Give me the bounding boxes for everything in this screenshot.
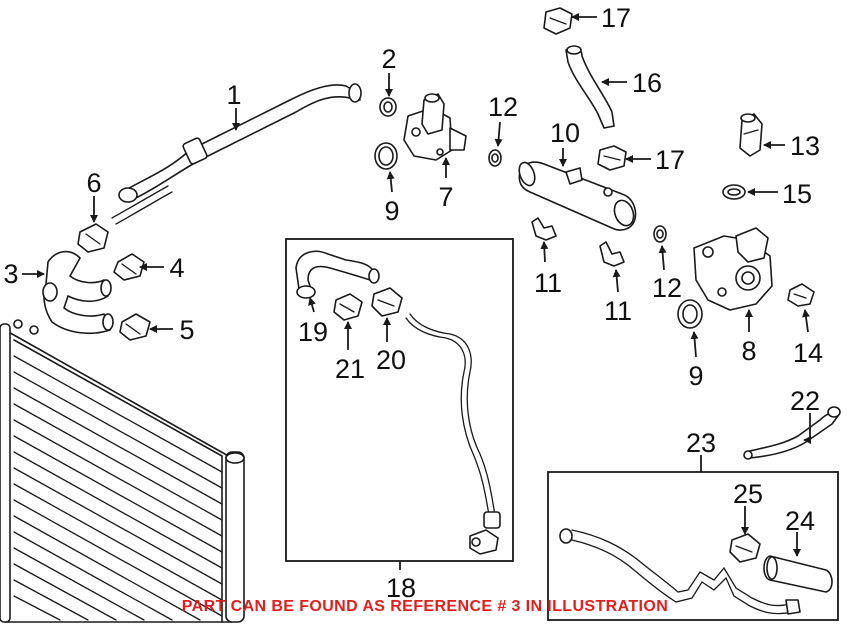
retaining-clip-11-right bbox=[599, 241, 625, 267]
callout-14: 14 bbox=[793, 338, 823, 368]
o-ring-9-lower bbox=[677, 299, 703, 329]
callout-15: 15 bbox=[782, 179, 812, 209]
callout-25: 25 bbox=[733, 479, 763, 509]
callout-9-upper: 9 bbox=[384, 196, 399, 226]
callout-13: 13 bbox=[790, 131, 820, 161]
callout-8: 8 bbox=[741, 336, 756, 366]
callout-7: 7 bbox=[438, 182, 453, 212]
coolant-hose-19 bbox=[295, 250, 380, 299]
coolant-hose-3 bbox=[42, 250, 114, 335]
hose-clamp-5 bbox=[119, 313, 151, 341]
callout-12-upper: 12 bbox=[488, 92, 518, 122]
o-ring-2 bbox=[379, 97, 397, 117]
reference-note: PART CAN BE FOUND AS REFERENCE # 3 IN IL… bbox=[181, 598, 669, 615]
callout-20: 20 bbox=[376, 345, 406, 375]
callout-1: 1 bbox=[226, 80, 241, 110]
callout-6: 6 bbox=[86, 168, 101, 198]
callout-23: 23 bbox=[686, 428, 716, 458]
hose-clamp-17-top bbox=[543, 7, 573, 35]
thermostat-housing-7 bbox=[403, 93, 467, 161]
coolant-hose-18 bbox=[405, 313, 501, 555]
retaining-clip-11-left bbox=[531, 217, 557, 241]
callout-19: 19 bbox=[298, 317, 328, 347]
retaining-clip-14 bbox=[787, 283, 815, 307]
seal-ring-15 bbox=[722, 184, 746, 200]
hose-24 bbox=[763, 555, 833, 593]
radiator bbox=[0, 319, 245, 623]
callout-12-lower: 12 bbox=[652, 273, 682, 303]
callout-2: 2 bbox=[381, 44, 396, 74]
coolant-pipe-23 bbox=[559, 528, 801, 615]
hose-clamp-4 bbox=[113, 253, 145, 281]
callout-10: 10 bbox=[550, 118, 580, 148]
leader-lines bbox=[22, 13, 811, 570]
o-ring-12-upper bbox=[488, 149, 502, 167]
callout-24: 24 bbox=[785, 506, 815, 536]
callout-11-left: 11 bbox=[534, 268, 562, 298]
o-ring-12-lower bbox=[653, 225, 667, 243]
hose-clamp-20 bbox=[371, 287, 403, 317]
water-pump-housing-8 bbox=[693, 227, 773, 311]
callout-3: 3 bbox=[3, 259, 18, 289]
callout-5: 5 bbox=[179, 315, 194, 345]
coolant-hose-16 bbox=[565, 45, 615, 129]
inset-box-18 bbox=[285, 238, 514, 562]
hose-clamp-25 bbox=[729, 533, 761, 563]
callout-11-right: 11 bbox=[604, 296, 632, 326]
coolant-pipe-10 bbox=[518, 161, 637, 231]
callout-17-top: 17 bbox=[601, 3, 631, 33]
callout-22: 22 bbox=[790, 386, 820, 416]
callout-4: 4 bbox=[169, 253, 184, 283]
coolant-pipe-22 bbox=[743, 406, 841, 460]
callout-labels: 1 2 3 4 5 6 7 8 9 9 10 11 11 12 12 13 14… bbox=[3, 3, 823, 603]
inset-box-23 bbox=[547, 471, 839, 621]
o-ring-9-upper bbox=[374, 142, 398, 170]
temperature-sensor-13 bbox=[739, 113, 763, 157]
callout-16: 16 bbox=[632, 68, 662, 98]
callout-17-mid: 17 bbox=[655, 145, 685, 175]
callout-9-lower: 9 bbox=[688, 361, 703, 391]
hose-clamp-17-mid bbox=[597, 145, 627, 171]
callout-18: 18 bbox=[386, 573, 416, 603]
coolant-pipe-1 bbox=[111, 83, 362, 225]
hose-clamp-21 bbox=[333, 293, 363, 321]
callout-21: 21 bbox=[335, 354, 365, 384]
hose-clamp-6 bbox=[77, 223, 109, 253]
